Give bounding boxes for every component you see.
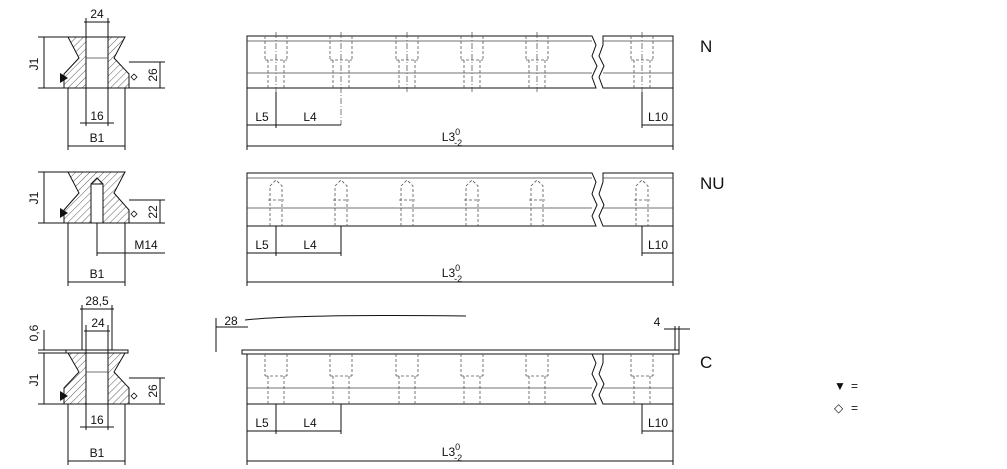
dim-l3: L30-2 xyxy=(442,442,462,463)
profile-section-n xyxy=(63,36,130,89)
dim-l10: L10 xyxy=(648,110,668,124)
dim-height-right: 26 xyxy=(146,384,160,398)
reference-diamond-icon xyxy=(130,392,138,400)
dim-l4: L4 xyxy=(303,110,317,124)
reference-triangle-icon xyxy=(60,208,68,218)
rail-side-view-n xyxy=(246,32,674,125)
dim-l10: L10 xyxy=(648,416,668,430)
dim-l5: L5 xyxy=(255,110,269,124)
dim-l10: L10 xyxy=(648,238,668,252)
dim-height-right: 26 xyxy=(146,68,160,82)
legend-triangle-text: = xyxy=(851,379,858,393)
legend-diamond-text: = xyxy=(851,401,858,415)
dim-l5: L5 xyxy=(255,416,269,430)
legend-diamond-symbol: ◇ xyxy=(834,401,844,415)
dim-l3: L30-2 xyxy=(442,263,462,284)
view-nu: J1 22 M14 B1 xyxy=(27,171,725,286)
legend: ▼ = ◇ = xyxy=(834,379,858,415)
type-label-nu: NU xyxy=(700,174,725,193)
dim-width-outer: 28,5 xyxy=(85,294,109,308)
dim-cover-offset-left: 28 xyxy=(224,314,238,328)
dim-l4: L4 xyxy=(303,238,317,252)
view-c: 28,5 24 0,6 J1 26 16 B1 28 4 xyxy=(27,294,712,465)
dim-width-bottom: B1 xyxy=(90,267,105,281)
legend-triangle-symbol: ▼ xyxy=(834,379,846,393)
dim-hole-bottom: 16 xyxy=(90,109,104,123)
dim-cover-offset-right: 4 xyxy=(654,315,661,329)
profile-section-c xyxy=(63,349,130,405)
reference-diamond-icon xyxy=(130,210,138,218)
dim-height-left: J1 xyxy=(27,57,41,70)
profile-section-nu xyxy=(63,171,130,224)
dim-width-bottom: B1 xyxy=(90,131,105,145)
rail-side-view-nu xyxy=(246,172,674,227)
dim-l4: L4 xyxy=(303,416,317,430)
cover-strip xyxy=(241,349,680,355)
reference-triangle-icon xyxy=(60,73,68,83)
type-label-n: N xyxy=(700,37,712,56)
dim-width-top: 24 xyxy=(91,316,105,330)
dim-l5: L5 xyxy=(255,238,269,252)
dim-thread: M14 xyxy=(134,238,158,252)
dim-cover-thickness: 0,6 xyxy=(27,324,41,341)
reference-diamond-icon xyxy=(130,73,138,81)
reference-triangle-icon xyxy=(60,391,68,401)
dim-l3: L30-2 xyxy=(442,127,462,148)
rail-side-view-c xyxy=(241,349,680,405)
dim-hole-bottom: 16 xyxy=(90,413,104,427)
view-n: 24 J1 26 16 B1 xyxy=(27,7,712,150)
dim-height-right: 22 xyxy=(146,205,160,219)
dim-width-top: 24 xyxy=(90,7,104,21)
type-label-c: C xyxy=(700,353,712,372)
dim-height-left: J1 xyxy=(27,191,41,204)
dim-width-bottom: B1 xyxy=(90,446,105,460)
dim-height-left: J1 xyxy=(27,373,41,386)
